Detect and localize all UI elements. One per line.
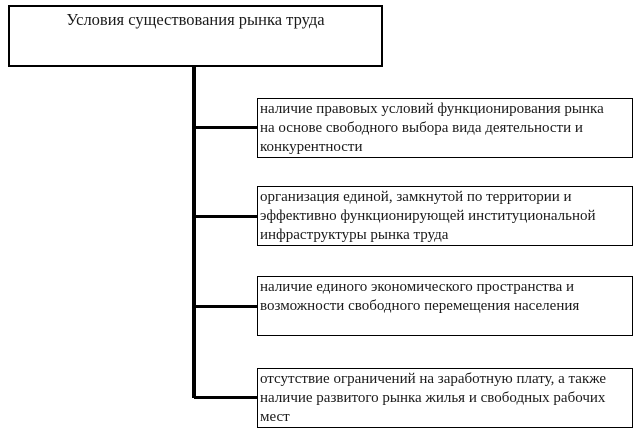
branch-connector-4	[194, 396, 257, 399]
trunk-line	[192, 67, 196, 398]
condition-box-infrastructure: организация единой, замкнутой по террито…	[257, 186, 633, 246]
condition-box-economic-space: наличие единого экономического пространс…	[257, 276, 633, 336]
root-condition-label: Условия существования рынка труда	[66, 10, 325, 29]
branch-connector-2	[194, 215, 257, 218]
branch-connector-3	[194, 305, 257, 308]
root-condition-box: Условия существования рынка труда	[8, 5, 383, 67]
condition-box-legal: наличие правовых условий функционировани…	[257, 98, 633, 158]
branch-connector-1	[194, 126, 257, 129]
condition-text: организация единой, замкнутой по террито…	[260, 189, 596, 243]
condition-box-wages-housing: отсутствие ограничений на заработную пла…	[257, 368, 633, 428]
condition-text: наличие единого экономического пространс…	[260, 279, 580, 314]
condition-text: наличие правовых условий функционировани…	[260, 101, 604, 155]
condition-text: отсутствие ограничений на заработную пла…	[260, 371, 607, 425]
